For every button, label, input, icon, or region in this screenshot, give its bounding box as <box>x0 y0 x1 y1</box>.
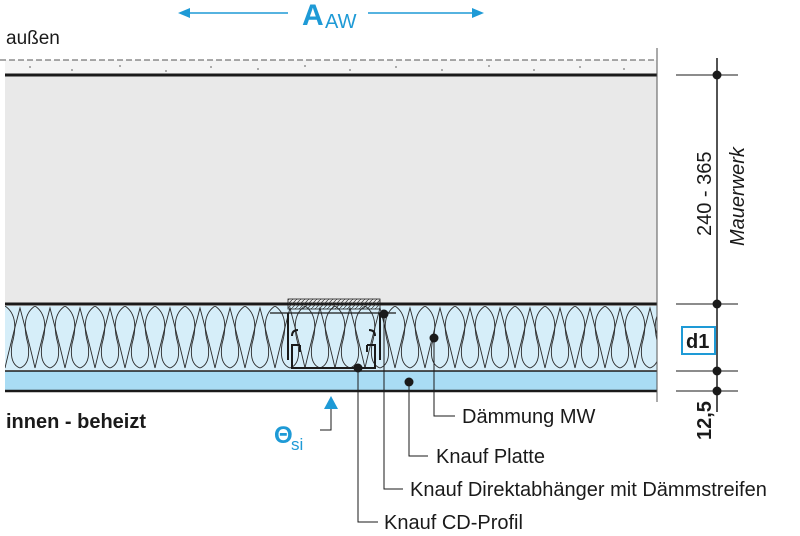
area-arrow <box>178 8 484 18</box>
masonry-name: Mauerwerk <box>727 146 749 246</box>
cd-profile <box>291 329 376 369</box>
direct-hanger <box>270 298 396 360</box>
insulation-thickness-box <box>681 326 716 355</box>
callout-cd-profile: Knauf CD-Profil <box>384 512 523 534</box>
dimension-chain <box>676 58 738 412</box>
insulation-thickness: d1 <box>686 331 709 353</box>
inside-temp-arrow <box>320 396 338 431</box>
area-symbol: A <box>302 0 324 32</box>
outside-label: außen <box>6 28 60 49</box>
masonry-layer <box>5 75 657 304</box>
board-thickness: 12,5 <box>694 401 716 440</box>
inside-temp-symbol: Θ <box>274 422 293 449</box>
inside-label: innen - beheizt <box>6 411 146 433</box>
area-subscript: AW <box>325 11 357 33</box>
callout-insulation: Dämmung MW <box>462 406 595 428</box>
callout-plasterboard: Knauf Platte <box>436 446 545 468</box>
callout-direct-hanger: Knauf Direktabhänger mit Dämmstreifen <box>410 479 767 501</box>
plasterboard-layer <box>5 371 657 391</box>
inside-temp-subscript: si <box>291 435 303 454</box>
masonry-dimension: 240 - 365 <box>694 151 716 236</box>
exterior-render <box>5 60 657 75</box>
